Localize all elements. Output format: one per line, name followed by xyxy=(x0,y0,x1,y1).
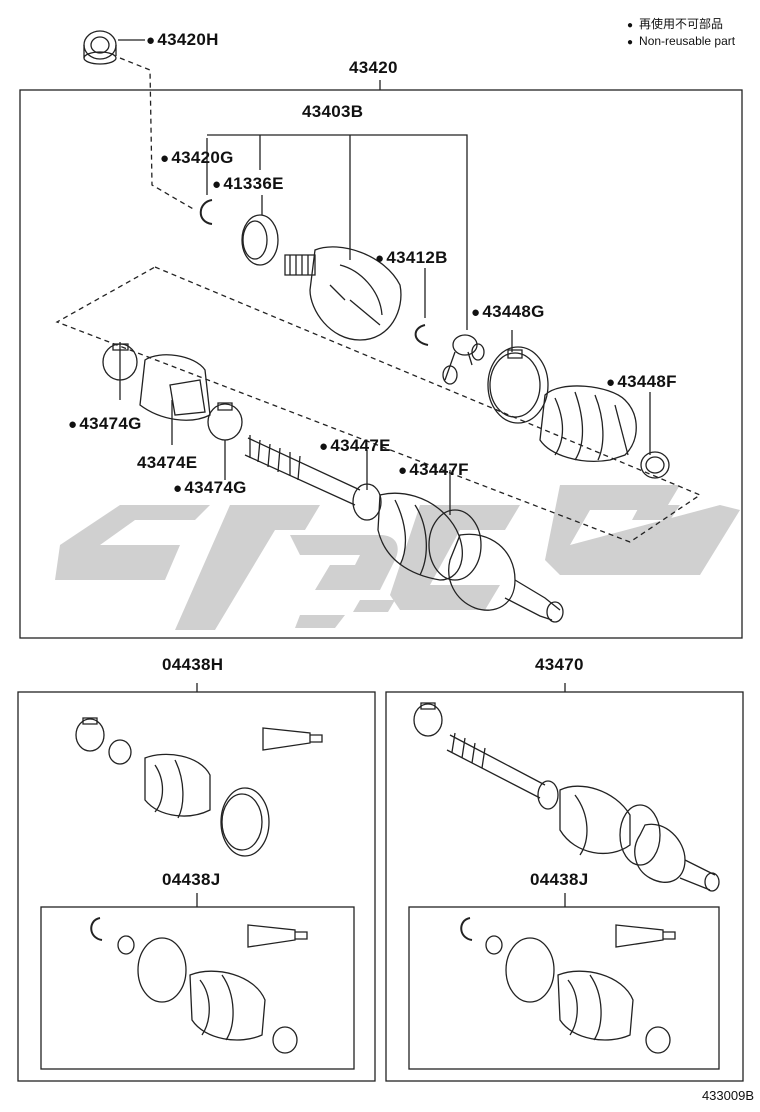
part-label-43474G-left[interactable]: 43474G xyxy=(68,414,142,434)
part-label-41336E[interactable]: 41336E xyxy=(212,174,284,194)
oil-seal-43420H xyxy=(83,30,117,65)
part-label-43447E[interactable]: 43447E xyxy=(319,436,391,456)
outboard-boot xyxy=(139,354,211,421)
outer-race-43403B xyxy=(284,246,402,341)
part-label-04438J-left[interactable]: 04438J xyxy=(162,870,221,889)
part-label-04438H[interactable]: 04438H xyxy=(162,655,224,674)
inboard-boot xyxy=(539,385,637,462)
part-label-43448G[interactable]: 43448G xyxy=(471,302,545,322)
legend-non-reusable-jp: 再使用不可部品 xyxy=(627,15,723,32)
tripod-joint xyxy=(442,334,485,385)
part-label-43403B[interactable]: 43403B xyxy=(302,102,364,121)
part-label-43447F[interactable]: 43447F xyxy=(398,460,469,480)
part-label-43470[interactable]: 43470 xyxy=(535,655,584,674)
part-label-43420G[interactable]: 43420G xyxy=(160,148,234,168)
part-label-04438J-right[interactable]: 04438J xyxy=(530,870,589,889)
watermark-logo xyxy=(55,485,740,630)
drive-shaft-43420 xyxy=(244,435,564,623)
part-label-43412B[interactable]: 43412B xyxy=(375,248,448,268)
part-label-43420[interactable]: 43420 xyxy=(349,58,398,77)
part-label-43448F[interactable]: 43448F xyxy=(606,372,677,392)
part-label-43474E[interactable]: 43474E xyxy=(137,453,198,472)
shaft-assy-43470 xyxy=(413,702,720,1054)
part-label-43474G-right[interactable]: 43474G xyxy=(173,478,247,498)
boot-kit-04438H xyxy=(75,717,323,1054)
diagram-code: 433009B xyxy=(701,1088,754,1103)
legend-non-reusable-en: Non-reusable part xyxy=(627,34,735,48)
part-label-43420H[interactable]: 43420H xyxy=(146,30,219,50)
